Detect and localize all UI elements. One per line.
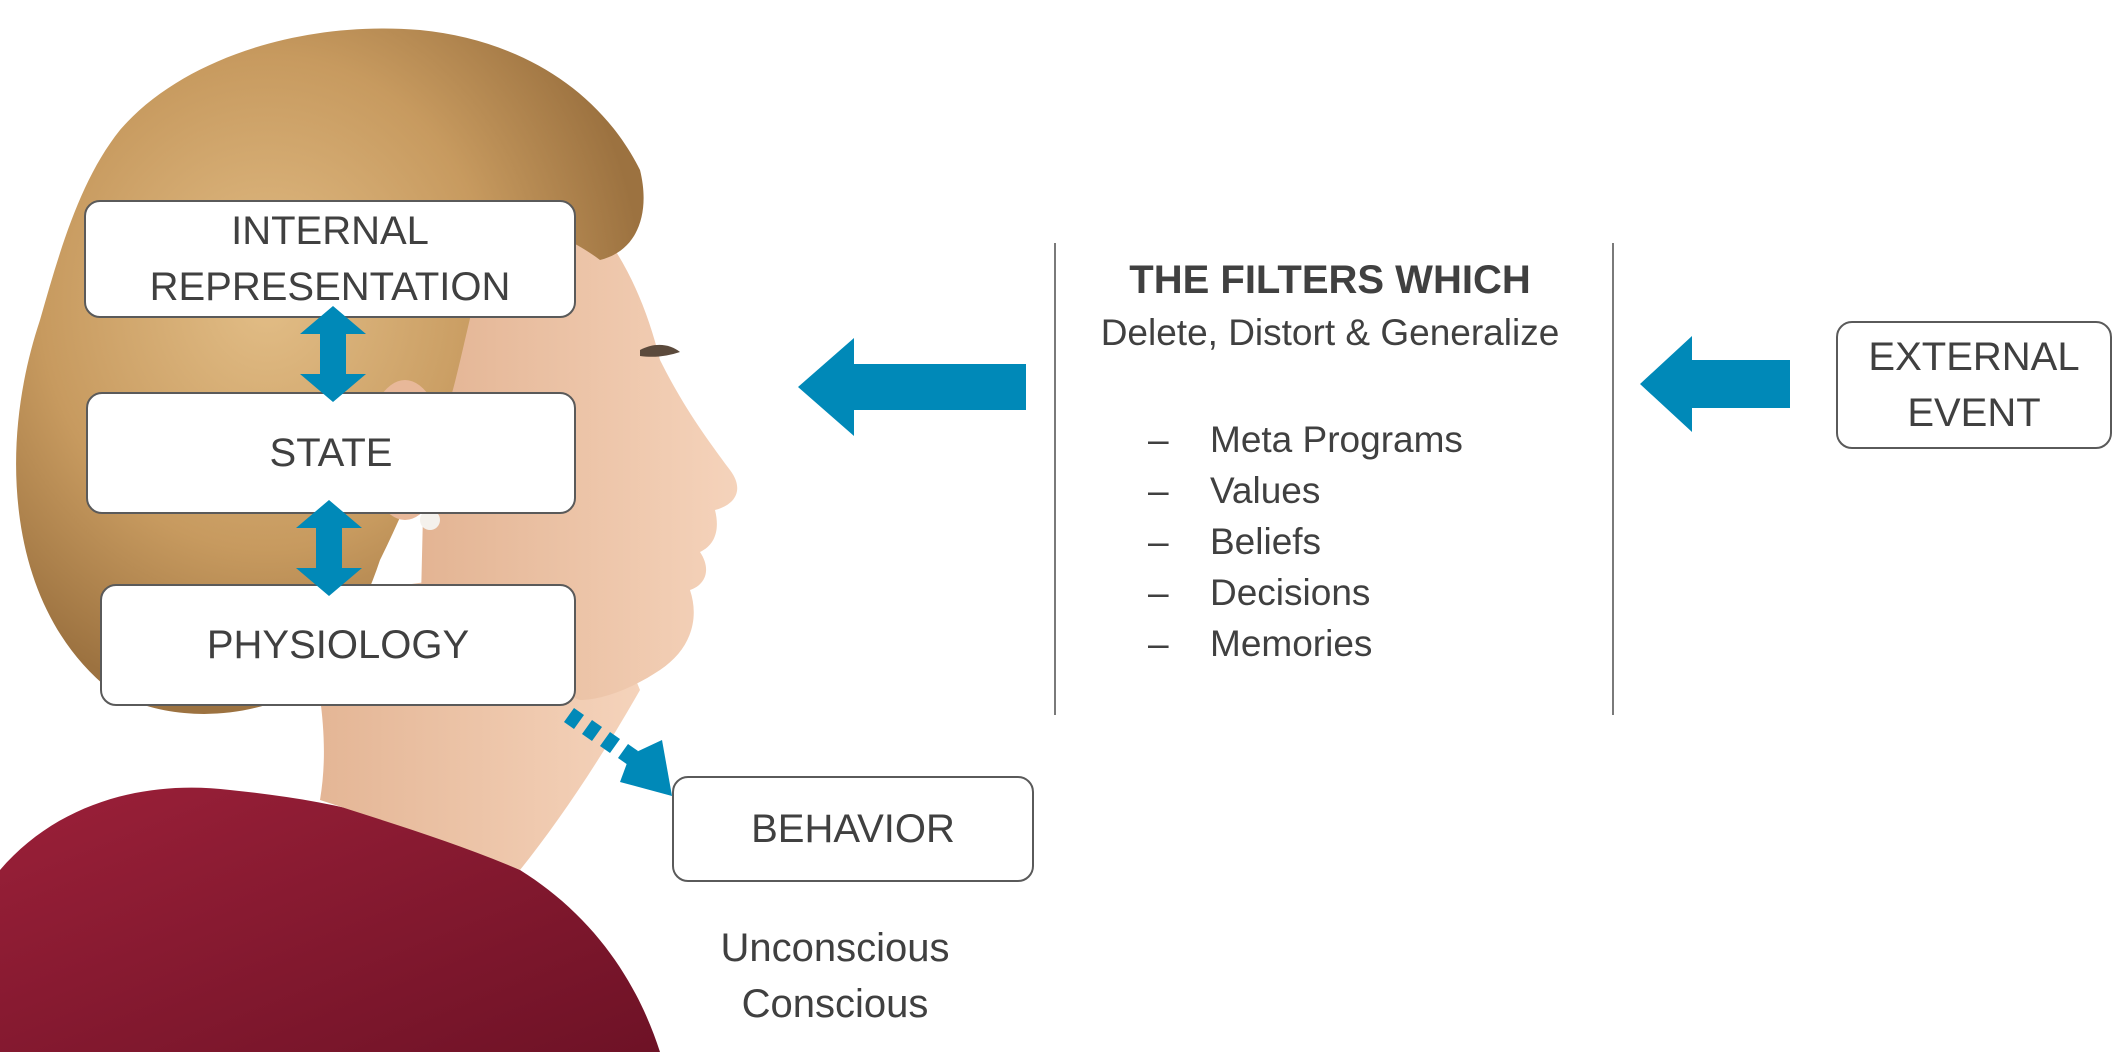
filter-label: Memories (1210, 623, 1372, 665)
external-event-box: EXTERNAL EVENT (1836, 321, 2112, 449)
list-item: – Memories (1148, 618, 1463, 669)
state-box: STATE (86, 392, 576, 514)
filters-title: THE FILTERS WHICH (1060, 258, 1600, 303)
double-vertical-arrow-icon (294, 500, 364, 596)
list-item: – Meta Programs (1148, 414, 1463, 465)
internal-representation-box: INTERNAL REPRESENTATION (84, 200, 576, 318)
dashed-diagonal-arrow-icon (560, 700, 680, 800)
dash-bullet: – (1148, 419, 1210, 461)
conscious-label: Conscious (680, 976, 990, 1032)
left-arrow-icon (1640, 336, 1790, 432)
shirt-shape (0, 788, 660, 1052)
consciousness-levels: Unconscious Conscious (680, 920, 990, 1032)
physiology-box: PHYSIOLOGY (100, 584, 576, 706)
filters-list: – Meta Programs – Values – Beliefs – Dec… (1148, 414, 1463, 669)
dash-bullet: – (1148, 521, 1210, 563)
filter-label: Values (1210, 470, 1320, 512)
list-item: – Decisions (1148, 567, 1463, 618)
filters-right-divider (1612, 243, 1614, 715)
list-item: – Beliefs (1148, 516, 1463, 567)
filters-subtitle: Delete, Distort & Generalize (1060, 312, 1600, 354)
filters-left-divider (1054, 243, 1056, 715)
filter-label: Beliefs (1210, 521, 1321, 563)
double-vertical-arrow-icon (298, 306, 368, 402)
behavior-box: BEHAVIOR (672, 776, 1034, 882)
unconscious-label: Unconscious (680, 920, 990, 976)
filter-label: Decisions (1210, 572, 1370, 614)
list-item: – Values (1148, 465, 1463, 516)
dash-bullet: – (1148, 623, 1210, 665)
dash-bullet: – (1148, 572, 1210, 614)
left-arrow-icon (798, 338, 1026, 436)
filter-label: Meta Programs (1210, 419, 1463, 461)
dash-bullet: – (1148, 470, 1210, 512)
